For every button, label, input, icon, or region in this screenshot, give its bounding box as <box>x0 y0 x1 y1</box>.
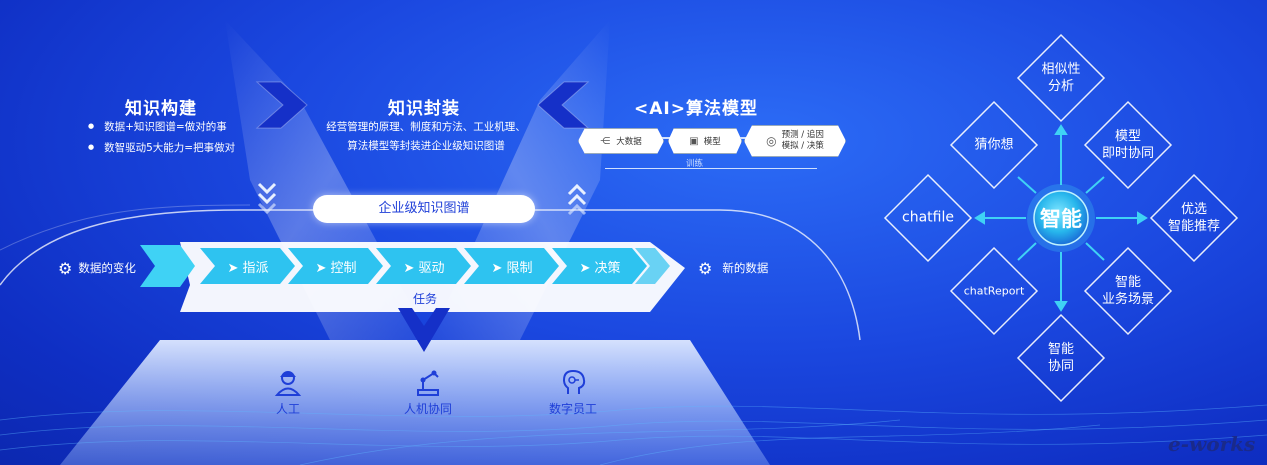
bullet-item: 数智驱动5大能力=把事做对 <box>88 137 235 158</box>
desc-line: 算法模型等封装进企业级知识图谱 <box>347 140 505 152</box>
algo-title: <AI>算法模型 <box>634 99 758 119</box>
node-collab: 智能 协同 <box>1048 341 1074 375</box>
desc-line: 经营管理的原理、制度和方法、工业机理、 <box>326 121 526 133</box>
knowledge-build-bullets: 数据+知识图谱=做对的事 数智驱动5大能力=把事做对 <box>88 116 235 158</box>
node-diamond <box>1016 33 1106 123</box>
flow-step-shape <box>376 248 471 284</box>
flow-step-drive: ➤ 驱动 <box>403 261 445 276</box>
flow-step-shape <box>552 248 647 284</box>
gear-network-icon: ⚙ <box>698 259 713 278</box>
node-label: 模型 <box>1114 129 1142 144</box>
double-chevron-down-icon <box>257 182 277 215</box>
watermark-logo: e-works <box>1168 432 1256 456</box>
node-recommend: 优选 智能推荐 <box>1168 201 1220 235</box>
data-change-item: ⚙ 数据的变化 <box>58 259 136 278</box>
node-similarity: 相似性 分析 <box>1041 61 1080 95</box>
flow-step-limit: ➤ 限制 <box>491 261 533 276</box>
worker-icon <box>274 371 302 396</box>
knowledge-build-title: 知识构建 <box>125 99 197 119</box>
node-guess: 猜你想 <box>974 137 1013 154</box>
flow-step-label: 决策 <box>594 261 621 276</box>
gear-network-icon: ⚙ <box>58 259 73 278</box>
algo-step-predict: ◎ 预测 / 追因 模拟 / 决策 <box>744 125 846 157</box>
node-label: 分析 <box>1047 79 1075 94</box>
flow-step-decide: ➤ 决策 <box>579 261 621 276</box>
node-label: 业务场景 <box>1101 292 1155 307</box>
image-frame-icon: ▣ <box>689 135 699 147</box>
node-diamond <box>1149 173 1239 263</box>
smart-hub-diagram <box>883 33 1239 403</box>
knowledge-pack-title: 知识封装 <box>388 99 460 119</box>
node-label: 智能 <box>1047 342 1075 357</box>
flow-step-shape <box>200 248 295 284</box>
role-label: 数字员工 <box>548 402 597 416</box>
node-label: 优选 <box>1180 202 1208 217</box>
flow-step-label: 驱动 <box>418 261 445 276</box>
smart-center-label: 智能 <box>1040 207 1082 231</box>
role-label: 人工 <box>275 402 300 416</box>
node-model-sync: 模型 即时协同 <box>1102 128 1154 162</box>
train-line <box>605 168 817 169</box>
node-label: 猜你想 <box>974 137 1014 153</box>
bullet-item: 数据+知识图谱=做对的事 <box>88 116 235 137</box>
node-chatfile: chatfile <box>902 210 954 227</box>
flow-step-shape <box>464 248 559 284</box>
flow-step-shape <box>288 248 383 284</box>
flow-step-assign: ➤ 指派 <box>227 261 269 276</box>
node-label: chatReport <box>963 284 1025 298</box>
algo-step-model: ▣ 模型 <box>668 128 742 154</box>
robot-arm-icon <box>417 370 439 396</box>
train-label: 训练 <box>686 159 704 169</box>
node-diamond <box>1083 246 1173 336</box>
target-icon: ◎ <box>766 134 777 148</box>
node-chatreport: chatReport <box>964 283 1025 300</box>
role-manual: 人工 <box>262 368 314 417</box>
role-digital-staff: 数字员工 <box>538 368 608 417</box>
flow-step-control: ➤ 控制 <box>315 261 357 276</box>
knowledge-graph-pill: 企业级知识图谱 <box>313 195 535 223</box>
double-chevron-up-icon <box>567 183 587 216</box>
algo-step-label: 模拟 / 决策 <box>781 141 824 151</box>
node-label: 相似性 <box>1041 62 1081 77</box>
flow-chevrons <box>140 242 685 312</box>
task-label: 任务 <box>412 292 437 306</box>
flow-arrow-left <box>140 245 195 287</box>
right-chevron-arrow <box>255 81 308 129</box>
ai-head-icon <box>562 369 586 394</box>
flow-step-label: 控制 <box>330 261 357 276</box>
node-label: chatfile <box>902 209 954 226</box>
role-label: 人机协同 <box>403 402 452 416</box>
role-human-machine: 人机协同 <box>393 368 463 417</box>
chevron-down-icon <box>398 308 450 352</box>
new-data-label: 新的数据 <box>722 261 769 275</box>
flow-step-label: 指派 <box>242 261 269 276</box>
algo-step-label: 预测 / 追因 <box>781 130 824 140</box>
node-label: 协同 <box>1047 359 1075 374</box>
node-label: 智能 <box>1114 275 1142 290</box>
node-label: 即时协同 <box>1101 146 1155 161</box>
new-data-item: ⚙ 新的数据 <box>698 259 768 278</box>
share-nodes-icon: ⋲ <box>600 135 611 147</box>
algo-step-label: 大数据 <box>616 137 642 147</box>
node-business-scene: 智能 业务场景 <box>1102 274 1154 308</box>
algo-connector <box>662 137 672 139</box>
flow-arrow-right <box>635 248 670 284</box>
node-label: 智能推荐 <box>1167 219 1221 234</box>
node-diamond <box>1016 313 1106 403</box>
node-diamond <box>883 173 973 263</box>
node-diamond <box>949 100 1039 190</box>
node-diamond <box>1083 100 1173 190</box>
algo-connector <box>740 137 748 139</box>
algo-step-bigdata: ⋲ 大数据 <box>578 128 664 154</box>
knowledge-pack-desc: 经营管理的原理、制度和方法、工业机理、 算法模型等封装进企业级知识图谱 <box>316 118 536 156</box>
node-diamond <box>949 246 1039 336</box>
data-change-label: 数据的变化 <box>78 261 136 275</box>
flow-step-label: 限制 <box>506 261 533 276</box>
left-chevron-arrow <box>537 81 590 129</box>
algo-step-label: 模型 <box>703 137 721 147</box>
